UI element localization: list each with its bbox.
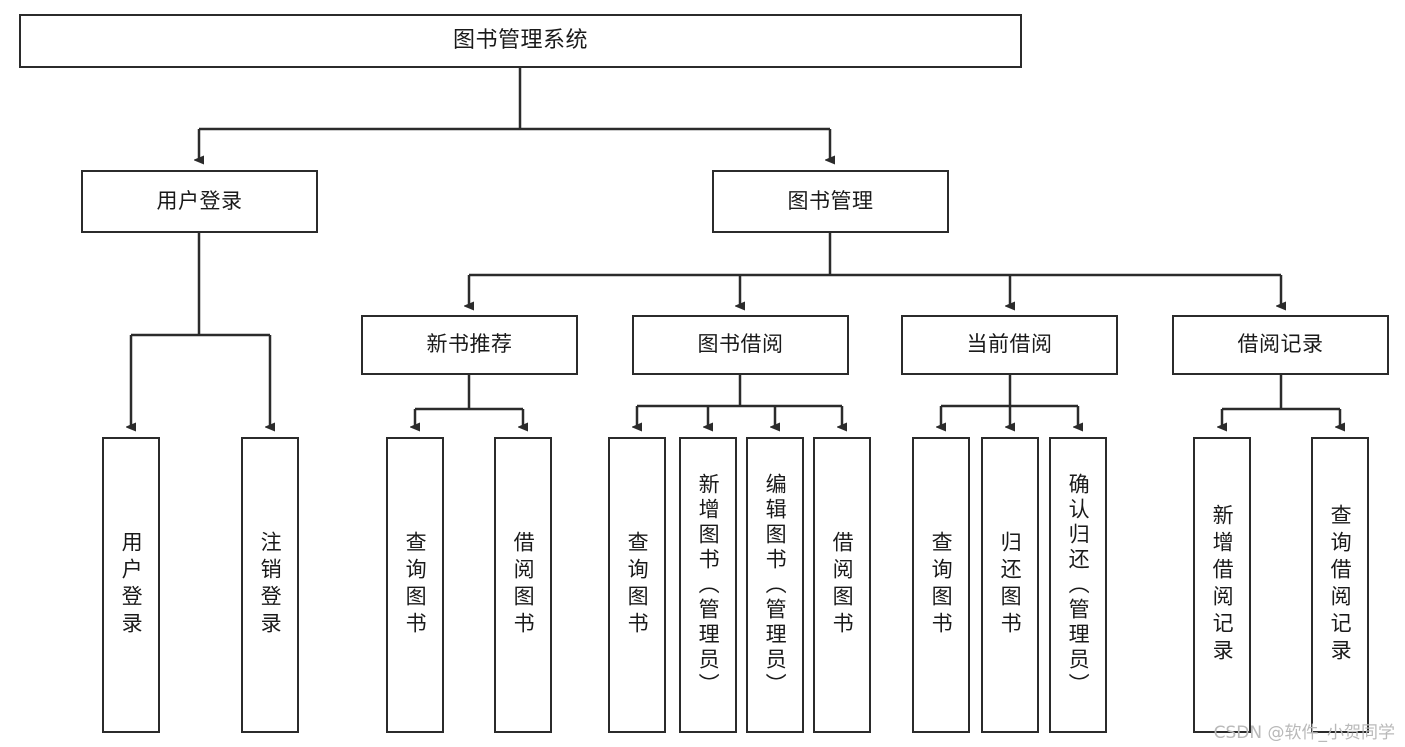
node-label: 图书借阅 bbox=[697, 332, 784, 357]
leaf-add-borrow-record[interactable]: 新增借阅记录 bbox=[1193, 437, 1251, 733]
node-label: 查询图书 bbox=[625, 531, 650, 639]
leaf-query-book-borrow[interactable]: 查询图书 bbox=[608, 437, 666, 733]
leaf-user-login[interactable]: 用户登录 bbox=[102, 437, 160, 733]
node-label: 新增借阅记录 bbox=[1210, 504, 1235, 666]
node-current-borrow[interactable]: 当前借阅 bbox=[901, 315, 1118, 375]
leaf-confirm-return-admin[interactable]: 确认归还（管理员） bbox=[1049, 437, 1107, 733]
node-borrow-record[interactable]: 借阅记录 bbox=[1172, 315, 1389, 375]
leaf-return-book[interactable]: 归还图书 bbox=[981, 437, 1039, 733]
node-new-book-recommend[interactable]: 新书推荐 bbox=[361, 315, 578, 375]
leaf-query-book-current[interactable]: 查询图书 bbox=[912, 437, 970, 733]
node-book-borrow[interactable]: 图书借阅 bbox=[632, 315, 849, 375]
node-label: 借阅记录 bbox=[1237, 332, 1324, 357]
node-label: 注销登录 bbox=[258, 531, 283, 639]
node-label: 新书推荐 bbox=[426, 332, 513, 357]
node-root-system[interactable]: 图书管理系统 bbox=[19, 14, 1022, 68]
leaf-query-book-recommend[interactable]: 查询图书 bbox=[386, 437, 444, 733]
node-label: 图书管理系统 bbox=[452, 27, 588, 53]
node-label: 查询图书 bbox=[403, 531, 428, 639]
node-label: 查询图书 bbox=[929, 531, 954, 639]
node-label: 用户登录 bbox=[156, 188, 243, 213]
node-label: 归还图书 bbox=[998, 531, 1023, 639]
leaf-edit-book-admin[interactable]: 编辑图书（管理员） bbox=[746, 437, 804, 733]
node-label: 编辑图书（管理员） bbox=[763, 472, 788, 698]
node-book-management[interactable]: 图书管理 bbox=[712, 170, 949, 233]
node-user-login[interactable]: 用户登录 bbox=[81, 170, 318, 233]
leaf-borrow-book-recommend[interactable]: 借阅图书 bbox=[494, 437, 552, 733]
leaf-logout[interactable]: 注销登录 bbox=[241, 437, 299, 733]
leaf-add-book-admin[interactable]: 新增图书（管理员） bbox=[679, 437, 737, 733]
node-label: 借阅图书 bbox=[830, 531, 855, 639]
node-label: 查询借阅记录 bbox=[1328, 504, 1353, 666]
node-label: 借阅图书 bbox=[511, 531, 536, 639]
node-label: 新增图书（管理员） bbox=[696, 472, 721, 698]
node-label: 用户登录 bbox=[119, 531, 144, 639]
leaf-query-borrow-record[interactable]: 查询借阅记录 bbox=[1311, 437, 1369, 733]
csdn-watermark: CSDN @软件_小贺同学 bbox=[1213, 723, 1395, 743]
node-label: 确认归还（管理员） bbox=[1066, 472, 1091, 698]
leaf-borrow-book[interactable]: 借阅图书 bbox=[813, 437, 871, 733]
node-label: 图书管理 bbox=[787, 188, 874, 213]
node-label: 当前借阅 bbox=[966, 332, 1053, 357]
